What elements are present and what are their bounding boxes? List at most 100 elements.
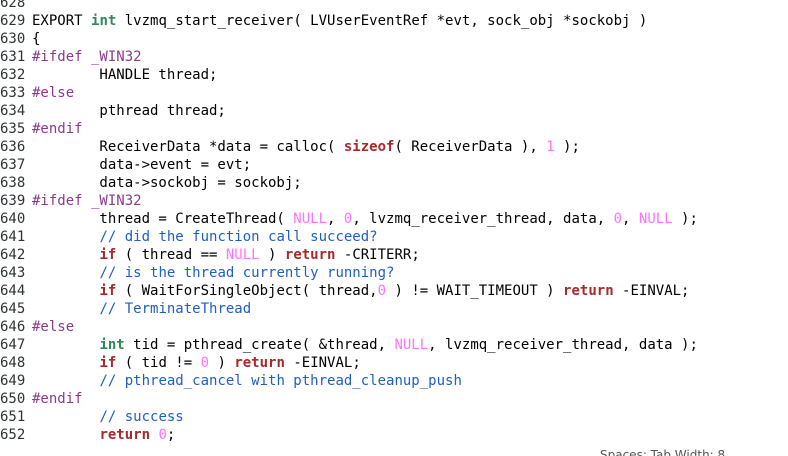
- code-token: pthread thread;: [32, 103, 226, 119]
- code-text[interactable]: // did the function call succeed?: [32, 228, 788, 246]
- code-text[interactable]: #ifdef _WIN32: [32, 192, 788, 210]
- code-text[interactable]: if ( thread == NULL ) return -CRITERR;: [32, 246, 788, 264]
- code-token: -EINVAL;: [613, 283, 690, 299]
- line-number: 648: [0, 355, 26, 371]
- code-line[interactable]: 634 pthread thread;: [0, 102, 788, 120]
- code-text[interactable]: {: [32, 30, 788, 48]
- line-number: 638: [0, 175, 26, 191]
- code-text[interactable]: // pthread_cancel with pthread_cleanup_p…: [32, 372, 788, 390]
- code-line[interactable]: 647 int tid = pthread_create( &thread, N…: [0, 336, 788, 354]
- line-number: 635: [0, 121, 26, 137]
- code-text[interactable]: #else: [32, 84, 788, 102]
- code-line[interactable]: 635 #endif: [0, 120, 788, 138]
- line-number: 645: [0, 301, 26, 317]
- code-token: #else: [32, 85, 75, 101]
- code-text[interactable]: if ( WaitForSingleObject( thread,0 ) != …: [32, 282, 788, 300]
- code-line[interactable]: 651 // success: [0, 408, 788, 426]
- code-text[interactable]: #else: [32, 318, 788, 336]
- code-token: NULL: [225, 247, 260, 263]
- code-token: ,: [327, 211, 344, 227]
- code-token: 0: [613, 211, 623, 227]
- line-number: 652: [0, 427, 26, 443]
- code-token: #ifdef _WIN32: [32, 49, 142, 65]
- code-token: data->sockobj = sockobj;: [32, 175, 302, 191]
- code-token: EXPORT: [32, 13, 92, 29]
- line-number: 631: [0, 49, 26, 65]
- line-number: 634: [0, 103, 26, 119]
- line-number: 633: [0, 85, 26, 101]
- line-number: 640: [0, 211, 26, 227]
- code-token: ( WaitForSingleObject( thread,: [116, 283, 378, 299]
- code-token: [32, 337, 99, 353]
- code-text[interactable]: HANDLE thread;: [32, 66, 788, 84]
- code-text[interactable]: // TerminateThread: [32, 300, 788, 318]
- code-editor[interactable]: 628 629 EXPORT int lvzmq_start_receiver( L…: [0, 0, 788, 444]
- line-number: 644: [0, 283, 26, 299]
- tab-width-indicator[interactable]: Spaces: Tab Width: 8: [600, 448, 726, 456]
- code-text[interactable]: pthread thread;: [32, 102, 788, 120]
- code-line[interactable]: 643 // is the thread currently running?: [0, 264, 788, 282]
- code-line[interactable]: 633 #else: [0, 84, 788, 102]
- code-line[interactable]: 639#ifdef _WIN32: [0, 192, 788, 210]
- code-line[interactable]: 631 #ifdef _WIN32: [0, 48, 788, 66]
- code-line[interactable]: 645 // TerminateThread: [0, 300, 788, 318]
- code-line[interactable]: 632 HANDLE thread;: [0, 66, 788, 84]
- code-line[interactable]: 648 if ( tid != 0 ) return -EINVAL;: [0, 354, 788, 372]
- code-text[interactable]: if ( tid != 0 ) return -EINVAL;: [32, 354, 788, 372]
- code-token: ): [259, 247, 285, 263]
- code-token: ): [209, 355, 235, 371]
- code-token: // success: [99, 409, 184, 425]
- line-number: 629: [0, 13, 26, 29]
- line-number: 632: [0, 67, 26, 83]
- line-number: 649: [0, 373, 26, 389]
- code-text[interactable]: // is the thread currently running?: [32, 264, 788, 282]
- code-token: 0: [158, 427, 167, 443]
- code-token: 1: [546, 139, 555, 155]
- line-number: 628: [0, 0, 26, 11]
- code-token: thread = CreateThread(: [32, 211, 294, 227]
- code-token: HANDLE thread;: [32, 67, 218, 83]
- code-text[interactable]: // success: [32, 408, 788, 426]
- code-token: [32, 409, 99, 425]
- code-line[interactable]: 642 if ( thread == NULL ) return -CRITER…: [0, 246, 788, 264]
- code-line[interactable]: 630{: [0, 30, 788, 48]
- code-token: [32, 301, 99, 317]
- code-token: -CRITERR;: [335, 247, 420, 263]
- code-token: ReceiverData *data = calloc(: [32, 139, 344, 155]
- code-line[interactable]: 649 // pthread_cancel with pthread_clean…: [0, 372, 788, 390]
- code-text[interactable]: EXPORT int lvzmq_start_receiver( LVUserE…: [32, 12, 788, 30]
- code-line[interactable]: 646 #else: [0, 318, 788, 336]
- code-line[interactable]: 637 data->event = evt;: [0, 156, 788, 174]
- code-line[interactable]: 628: [0, 0, 788, 12]
- code-text[interactable]: #ifdef _WIN32: [32, 48, 788, 66]
- code-line[interactable]: 641 // did the function call succeed?: [0, 228, 788, 246]
- code-text[interactable]: data->sockobj = sockobj;: [32, 174, 788, 192]
- code-token: return: [284, 247, 336, 263]
- code-line[interactable]: 638 data->sockobj = sockobj;: [0, 174, 788, 192]
- line-number: 646: [0, 319, 26, 335]
- code-text[interactable]: #endif: [32, 390, 788, 408]
- code-token: return: [234, 355, 285, 371]
- code-text[interactable]: [32, 0, 788, 12]
- code-token: [32, 373, 99, 389]
- code-line[interactable]: 650#endif: [0, 390, 788, 408]
- code-text[interactable]: thread = CreateThread( NULL, 0, lvzmq_re…: [32, 210, 788, 228]
- code-token: [32, 229, 99, 245]
- code-line[interactable]: 636 ReceiverData *data = calloc( sizeof(…: [0, 138, 788, 156]
- code-text[interactable]: int tid = pthread_create( &thread, NULL,…: [32, 336, 788, 354]
- code-line[interactable]: 629 EXPORT int lvzmq_start_receiver( LVUs…: [0, 12, 788, 30]
- code-line[interactable]: 644 if ( WaitForSingleObject( thread,0 )…: [0, 282, 788, 300]
- code-token: , lvzmq_receiver_thread, data );: [428, 337, 698, 353]
- code-token: tid = pthread_create( &thread,: [124, 337, 395, 353]
- code-line[interactable]: 652 return 0;: [0, 426, 788, 444]
- code-text[interactable]: #endif: [32, 120, 788, 138]
- code-line[interactable]: 640 thread = CreateThread( NULL, 0, lvzm…: [0, 210, 788, 228]
- code-token: #endif: [32, 121, 83, 137]
- code-token: {: [32, 31, 41, 47]
- code-token: -EINVAL;: [284, 355, 361, 371]
- code-token: ( ReceiverData ),: [394, 139, 547, 155]
- code-text[interactable]: return 0;: [32, 426, 788, 444]
- code-text[interactable]: ReceiverData *data = calloc( sizeof( Rec…: [32, 138, 788, 156]
- code-token: 0: [200, 355, 210, 371]
- code-text[interactable]: data->event = evt;: [32, 156, 788, 174]
